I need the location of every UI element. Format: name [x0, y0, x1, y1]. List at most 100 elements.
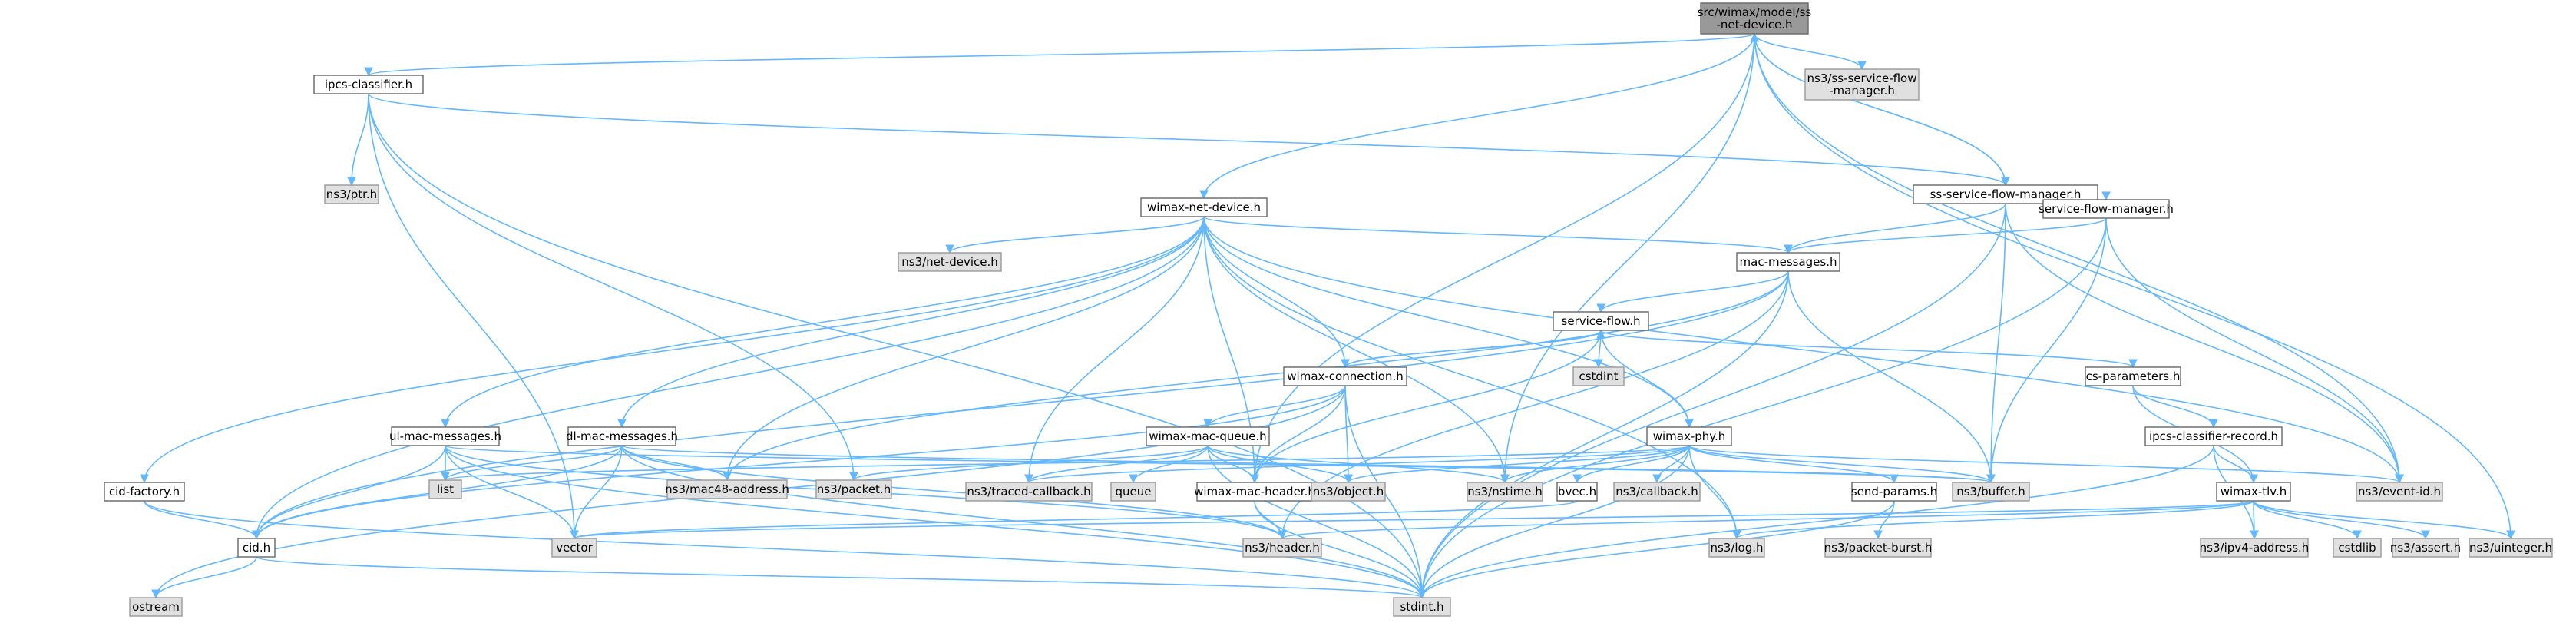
node-box-log: [1708, 538, 1765, 558]
node-stdint: stdint.h: [1393, 597, 1451, 617]
node-log: ns3/log.h: [1708, 538, 1765, 558]
node-label-assert: ns3/assert.h: [2390, 541, 2461, 555]
edge-wphy-to-object: [1348, 445, 1690, 483]
node-sendp[interactable]: send-params.h: [1851, 482, 1937, 502]
node-label-wphy: wimax-phy.h: [1653, 429, 1726, 443]
node-csparam[interactable]: cs-parameters.h: [2085, 366, 2181, 386]
node-wconn[interactable]: wimax-connection.h: [1283, 366, 1407, 386]
node-dlmac[interactable]: dl-mac-messages.h: [566, 426, 678, 446]
edge-cidfac-to-cid: [144, 500, 257, 539]
node-cid[interactable]: cid.h: [237, 538, 276, 558]
node-label-queue: queue: [1116, 485, 1152, 499]
arrowhead-wnd-to-netdev: [945, 244, 954, 254]
nodes-layer: src/wimax/model/ss-net-device.h ipcs-clas…: [104, 2, 2553, 617]
node-label-buffer: ns3/buffer.h: [1956, 485, 2025, 499]
edge-wnd-to-log: [1203, 216, 1738, 539]
node-label-cstdint: cstdint: [1579, 369, 1618, 383]
arrowhead-wtlv-to-vector: [570, 530, 579, 540]
node-ulmac[interactable]: ul-mac-messages.h: [389, 426, 501, 446]
arrowhead-wtlv-to-cstdlib: [2353, 530, 2362, 540]
node-cidfac[interactable]: cid-factory.h: [104, 482, 185, 502]
arrowhead-sflow-to-cstdint: [1594, 359, 1603, 369]
node-box-bvec: [1556, 482, 1598, 502]
arrowhead-ipcsrec-to-wtlv: [2249, 474, 2258, 484]
arrowhead-wphy-to-nstime: [1500, 474, 1510, 484]
node-box-wmq: [1146, 426, 1270, 446]
node-pburst: ns3/packet-burst.h: [1824, 538, 1932, 558]
node-ssflowext: ns3/ss-service-flow-manager.h: [1804, 68, 1920, 101]
node-label-ipcsrec: ipcs-classifier-record.h: [2149, 429, 2278, 443]
node-box-ipv4: [2200, 538, 2309, 558]
arrowhead-wphy-to-list: [441, 472, 450, 482]
arrowhead-wmq-to-packet: [849, 472, 858, 482]
edge-ssflow-to-macmsg: [1787, 203, 2006, 254]
node-wphy[interactable]: wimax-phy.h: [1646, 426, 1732, 446]
node-sfm[interactable]: service-flow-manager.h: [2039, 199, 2174, 219]
edge-wmq-to-object: [1207, 445, 1349, 483]
edge-wtlv-to-cstdlib: [2253, 500, 2358, 539]
edge-wnd-to-wphy: [1203, 216, 1690, 428]
edge-wnd-to-macmsg: [1203, 216, 1789, 254]
edge-wnd-to-ulmac: [445, 216, 1205, 428]
edge-wtlv-to-vector: [574, 500, 2254, 539]
node-label-wnd: wimax-net-device.h: [1147, 200, 1261, 214]
node-label-netdev: ns3/net-device.h: [901, 255, 998, 269]
node-object: ns3/object.h: [1311, 482, 1386, 502]
node-box-sflow: [1553, 311, 1649, 331]
node-box-buffer: [1952, 482, 2030, 502]
edge-sfm-to-buffer: [1990, 217, 2107, 483]
node-wmq[interactable]: wimax-mac-queue.h: [1146, 426, 1270, 446]
edge-cidfac-to-stdint: [144, 500, 1423, 598]
node-macmsg[interactable]: mac-messages.h: [1736, 252, 1840, 272]
arrowhead-wmq-to-queue: [1129, 474, 1138, 484]
edge-macmsg-to-stdint: [1421, 270, 1789, 598]
edge-ipcs-to-ssflow: [368, 93, 2006, 186]
node-wmh[interactable]: wimax-mac-header.h: [1194, 482, 1315, 502]
edge-ipcs-to-ptr: [351, 93, 369, 186]
node-nstime: ns3/nstime.h: [1467, 482, 1543, 502]
node-label-macmsg: mac-messages.h: [1740, 255, 1837, 269]
arrowhead-wphy-to-sendp: [1890, 474, 1899, 484]
node-bvec[interactable]: bvec.h: [1556, 482, 1598, 502]
node-wnd[interactable]: wimax-net-device.h: [1140, 197, 1268, 217]
edge-dlmac-to-vector: [574, 445, 623, 539]
edge-cid-to-stdint: [256, 556, 1423, 598]
edge-ipcs-to-vector: [368, 93, 575, 539]
arrowhead-cidfac-to-cid: [252, 530, 261, 540]
node-label-ipcs: ipcs-classifier.h: [325, 78, 412, 91]
edge-macmsg-to-cid: [256, 270, 1789, 539]
node-ipcsrec[interactable]: ipcs-classifier-record.h: [2144, 426, 2283, 446]
node-queue: queue: [1110, 482, 1156, 502]
node-ipv4: ns3/ipv4-address.h: [2200, 538, 2309, 558]
arrowhead-wphy-to-object: [1344, 474, 1353, 484]
node-box-sfm: [2042, 199, 2170, 219]
edge-wnd-to-netdev: [949, 216, 1205, 254]
arrowhead-wtlv-to-header: [1278, 530, 1287, 540]
edge-wnd-to-mac48: [726, 216, 1205, 481]
edge-wphy-to-bvec: [1576, 445, 1690, 483]
edge-wnd-to-cid: [256, 216, 1205, 539]
arrowhead-ssflow-to-sfm: [2101, 191, 2111, 201]
node-root: src/wimax/model/ss-net-device.h: [1698, 2, 1811, 35]
edge-sfm-to-macmsg: [1787, 217, 2107, 254]
node-box-ulmac: [391, 426, 500, 446]
node-label-ostream: ostream: [132, 600, 180, 614]
node-label-ssflowext: ns3/ss-service-flow: [1807, 71, 1917, 85]
node-box-cstdlib: [2333, 538, 2382, 558]
node-label-list: list: [437, 482, 454, 496]
edge-csparam-to-ipcsrec: [2132, 385, 2214, 428]
node-vector: vector: [551, 538, 597, 558]
edge-wnd-to-eventid: [1203, 216, 2400, 483]
arrowhead-root-to-wnd: [1199, 190, 1209, 200]
arrowhead-wnd-to-ulmac: [441, 419, 450, 429]
arrowhead-sflow-to-csparam: [2128, 359, 2138, 369]
node-sflow[interactable]: service-flow.h: [1553, 311, 1649, 331]
edge-wtlv-to-header: [1281, 500, 2254, 539]
node-box-header: [1242, 538, 1322, 558]
edge-wnd-to-dlmac: [621, 216, 1205, 428]
node-wtlv[interactable]: wimax-tlv.h: [2216, 482, 2291, 502]
node-box-stdint: [1393, 597, 1451, 617]
node-ipcs[interactable]: ipcs-classifier.h: [313, 75, 424, 94]
node-ptr: ns3/ptr.h: [324, 184, 379, 204]
node-cstdint: cstdint: [1572, 366, 1625, 386]
